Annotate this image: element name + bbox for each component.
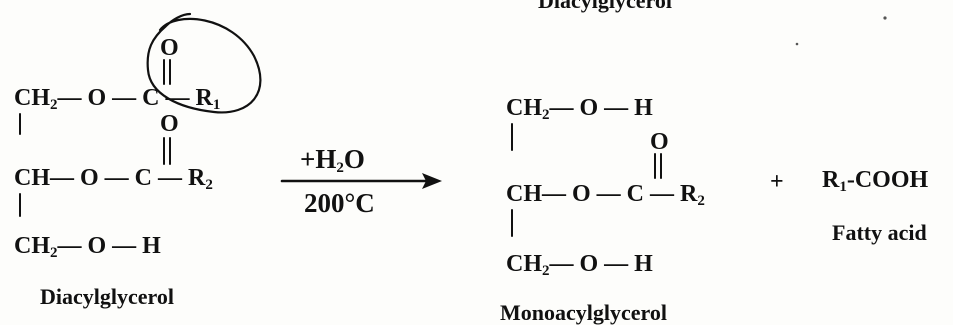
product-row2: CH— O — C — R2 (506, 181, 705, 209)
product-row3-chain: — O — H (549, 251, 653, 277)
reactant-row2-r-sub: 2 (205, 177, 213, 193)
product-row2-ch: CH (506, 181, 542, 207)
reactant-row2-ch: CH (14, 165, 50, 191)
reactant-row3: CH2— O — H (14, 233, 161, 261)
temperature-label: 200°C (304, 188, 375, 218)
hand-drawn-circle (146, 12, 262, 114)
byproduct-name-label: Fatty acid (832, 220, 927, 245)
plus-sign: + (770, 169, 784, 195)
scan-speck (795, 42, 799, 46)
cut-header-label: Diacylglycerol (538, 0, 672, 13)
product-row1-chain: — O — H (549, 95, 653, 121)
reactant-name-label: Diacylglycerol (40, 284, 174, 309)
reactant-row3-chain: — O — H (57, 233, 161, 259)
reactant-carbonyl2-oxygen: O (160, 111, 179, 137)
product-name-label: Monoacylglycerol (500, 300, 667, 325)
product-row3-ch2: CH2 (506, 251, 550, 279)
product-row2-r-sub: 2 (697, 193, 705, 209)
reactant-row1-ch2: CH2 (14, 85, 58, 113)
product-row1: CH2— O — H (506, 95, 653, 123)
reactant-row2: CH— O — C — R2 (14, 165, 213, 193)
product-row3: CH2— O — H (506, 251, 653, 279)
reactant-carbonyl1-oxygen: O (160, 35, 179, 61)
reagent-label: +H2O (300, 144, 365, 176)
reactant-row2-chain: — O — C — R (50, 165, 206, 191)
byproduct-formula: R1-COOH (822, 167, 929, 195)
reactant-row1-r-sub: 1 (212, 97, 221, 113)
scan-speck (883, 16, 887, 20)
reaction-arrow-head (422, 173, 442, 189)
product-row1-ch2: CH2 (506, 95, 550, 123)
product-row2-chain: — O — C — R (542, 181, 698, 207)
product-carbonyl-oxygen: O (650, 129, 669, 155)
reactant-row3-ch2: CH2 (14, 233, 58, 261)
